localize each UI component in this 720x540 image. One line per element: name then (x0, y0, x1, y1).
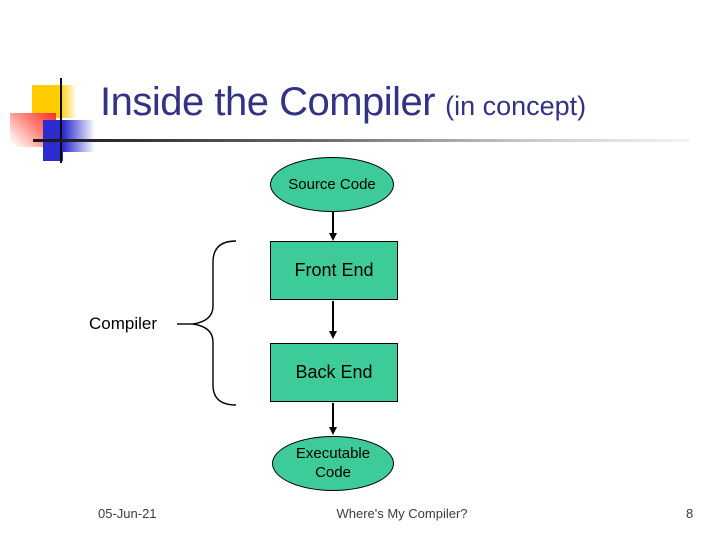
node-label: Executable Code (295, 444, 371, 481)
arrow-source-to-front (329, 212, 337, 241)
decoration-blue-square-small (43, 147, 63, 161)
node-label: Source Code (288, 176, 376, 193)
slide-number: 8 (686, 506, 694, 521)
node-source-code: Source Code (270, 157, 394, 212)
decoration-yellow-square (32, 85, 77, 118)
node-label: Front End (294, 260, 374, 280)
node-executable-code: Executable Code (272, 436, 394, 491)
node-label: Back End (295, 362, 373, 382)
title-suffix: (in concept) (445, 91, 587, 121)
decoration-vertical-line (60, 78, 62, 163)
compiler-brace-label: Compiler (89, 314, 158, 333)
node-front-end: Front End (270, 241, 398, 300)
footer-title: Where's My Compiler? (336, 506, 468, 521)
arrow-front-to-back (329, 301, 337, 339)
decoration-blue-square (43, 120, 97, 152)
compiler-brace (177, 240, 237, 406)
page-title: Inside the Compiler (in concept) (100, 80, 586, 125)
footer-date: 05-Jun-21 (98, 506, 157, 521)
arrow-back-to-exec (329, 403, 337, 435)
title-text: Inside the Compiler (100, 80, 436, 124)
title-divider-line (33, 139, 690, 142)
node-back-end: Back End (270, 343, 398, 402)
